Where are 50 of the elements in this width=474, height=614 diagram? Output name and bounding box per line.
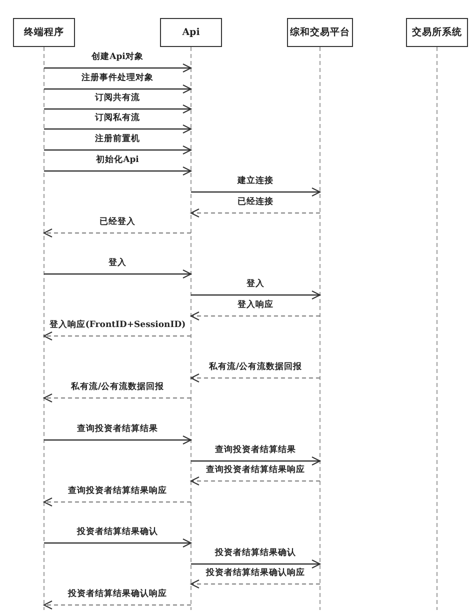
message-label: 已经登入 xyxy=(100,217,136,228)
message-label: 查询投资者结算结果响应 xyxy=(68,486,167,497)
message-arrow xyxy=(43,228,192,238)
message-label: 初始化Api xyxy=(96,155,139,166)
message-arrow xyxy=(190,208,320,218)
message-arrow xyxy=(44,269,192,279)
message-arrow xyxy=(43,331,192,341)
message-label: 投资者结算结果确认 xyxy=(77,527,158,538)
message-label: 订阅共有流 xyxy=(95,93,140,104)
message-label: 已经连接 xyxy=(238,197,274,208)
message-arrow xyxy=(44,538,192,548)
message-label: 登入 xyxy=(246,279,264,290)
message-arrow xyxy=(190,373,320,383)
message-arrow xyxy=(43,600,192,610)
message-arrow xyxy=(44,63,192,73)
participant-box: Api xyxy=(160,18,222,47)
message-label: 查询投资者结算结果响应 xyxy=(206,465,305,476)
message-label: 投资者结算结果确认 xyxy=(215,548,296,559)
message-arrow xyxy=(43,393,192,403)
participant-box: 综和交易平台 xyxy=(287,18,353,47)
message-arrow xyxy=(44,84,192,94)
message-arrow xyxy=(44,104,192,114)
message-label: 登入响应(FrontID+SessionID) xyxy=(49,320,186,331)
message-arrow xyxy=(44,124,192,134)
message-arrow xyxy=(191,290,321,300)
message-arrow xyxy=(191,187,321,197)
message-arrow xyxy=(191,456,321,466)
message-label: 私有流/公有流数据回报 xyxy=(208,362,302,373)
message-arrow xyxy=(44,435,192,445)
message-arrow xyxy=(43,497,192,507)
message-label: 投资者结算结果确认响应 xyxy=(68,589,167,600)
message-label: 查询投资者结算结果 xyxy=(77,424,158,435)
message-label: 投资者结算结果确认响应 xyxy=(206,568,305,579)
message-label: 订阅私有流 xyxy=(95,113,140,124)
message-label: 建立连接 xyxy=(238,176,274,187)
message-arrow xyxy=(190,579,320,589)
message-label: 创建Api对象 xyxy=(92,52,144,63)
message-arrow xyxy=(190,476,320,486)
message-arrow xyxy=(44,166,192,176)
message-arrow xyxy=(191,559,321,569)
message-label: 私有流/公有流数据回报 xyxy=(70,382,164,393)
message-arrow xyxy=(44,145,192,155)
participant-box: 交易所系统 xyxy=(406,18,468,47)
message-label: 注册前置机 xyxy=(95,134,140,145)
message-label: 登入 xyxy=(108,258,126,269)
message-label: 登入响应 xyxy=(238,300,274,311)
message-label: 注册事件处理对象 xyxy=(82,73,154,84)
message-arrow xyxy=(190,311,320,321)
message-label: 查询投资者结算结果 xyxy=(215,445,296,456)
participant-box: 终端程序 xyxy=(13,18,75,47)
